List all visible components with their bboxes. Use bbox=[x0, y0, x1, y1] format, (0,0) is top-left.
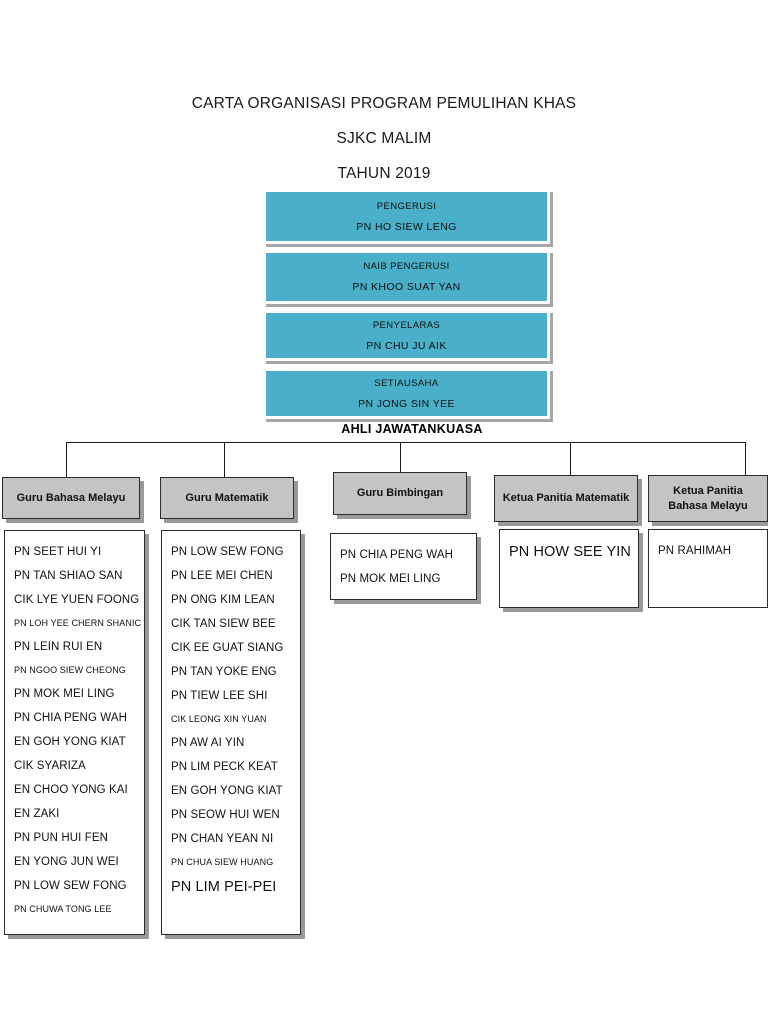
member-name: PN LOH YEE CHERN SHANIC bbox=[14, 618, 142, 628]
member-name: PN LIM PEI-PEI bbox=[171, 879, 277, 895]
connector-drop-col-1 bbox=[66, 442, 67, 477]
column-header-ketua-panitia-matematik: Ketua Panitia Matematik bbox=[494, 475, 638, 522]
member-name: PN CHUWA TONG LEE bbox=[14, 904, 112, 914]
member-name: EN CHOO YONG KAI bbox=[14, 784, 128, 796]
officer-role: SETIAUSAHA bbox=[374, 377, 439, 389]
member-name: PN CHAN YEAN NI bbox=[171, 833, 274, 845]
member-name: PN LEIN RUI EN bbox=[14, 641, 103, 653]
member-list-ketua-panitia-bahasa-melayu: PN RAHIMAH bbox=[648, 529, 768, 608]
officer-role: NAIB PENGERUSI bbox=[363, 261, 450, 272]
member-name: CIK LYE YUEN FOONG bbox=[14, 594, 140, 606]
officer-name: PN CHU JU AIK bbox=[366, 339, 447, 352]
title-line-3: TAHUN 2019 bbox=[337, 165, 431, 182]
column-header-guru-matematik: Guru Matematik bbox=[160, 477, 294, 519]
officer-box-penyelaras: PENYELARAS PN CHU JU AIK bbox=[263, 310, 550, 361]
member-name: PN CHUA SIEW HUANG bbox=[171, 857, 274, 867]
member-name: PN MOK MEI LING bbox=[340, 573, 441, 585]
connector-drop-col-4 bbox=[570, 442, 571, 475]
member-name: PN PUN HUI FEN bbox=[14, 832, 109, 844]
member-name: PN TAN YOKE ENG bbox=[171, 666, 277, 678]
member-name: PN LOW SEW FONG bbox=[171, 546, 284, 558]
member-name: PN SEOW HUI WEN bbox=[171, 809, 280, 821]
column-header-ketua-panitia-bahasa-melayu: Ketua Panitia Bahasa Melayu bbox=[648, 475, 768, 522]
member-name: PN HOW SEE YIN bbox=[509, 544, 631, 560]
title-line-2: SJKC MALIM bbox=[336, 130, 432, 147]
officer-name: PN KHOO SUAT YAN bbox=[352, 281, 461, 293]
member-name: PN TAN SHIAO SAN bbox=[14, 570, 123, 582]
connector-drop-col-3 bbox=[400, 442, 401, 472]
officer-role: PENYELARAS bbox=[372, 319, 441, 331]
officer-name: PN HO SIEW LENG bbox=[356, 220, 457, 233]
member-name: PN CHIA PENG WAH bbox=[340, 549, 453, 561]
member-list-guru-bahasa-melayu: PN SEET HUI YI PN TAN SHIAO SAN CIK LYE YU… bbox=[4, 530, 145, 935]
member-list-ketua-panitia-matematik: PN HOW SEE YIN bbox=[499, 529, 639, 608]
member-list-guru-bimbingan: PN CHIA PENG WAH PN MOK MEI LING bbox=[330, 533, 477, 600]
member-name: PN RAHIMAH bbox=[658, 545, 732, 557]
member-name: PN LOW SEW FONG bbox=[14, 880, 127, 892]
column-header-guru-bahasa-melayu: Guru Bahasa Melayu bbox=[2, 477, 140, 519]
officer-box-pengerusi: PENGERUSI PN HO SIEW LENG bbox=[263, 189, 550, 244]
member-name: PN TIEW LEE SHI bbox=[171, 690, 268, 702]
member-name: PN LEE MEI CHEN bbox=[171, 570, 273, 582]
officer-box-setiausaha: SETIAUSAHA PN JONG SIN YEE bbox=[263, 368, 550, 419]
member-name: EN GOH YONG KIAT bbox=[171, 785, 283, 797]
member-name: PN LIM PECK KEAT bbox=[171, 761, 278, 773]
member-name: PN SEET HUI YI bbox=[14, 546, 102, 558]
column-header-guru-bimbingan: Guru Bimbingan bbox=[333, 472, 467, 515]
connector-drop-col-2 bbox=[224, 442, 225, 477]
member-name: PN MOK MEI LING bbox=[14, 688, 115, 700]
member-name: EN YONG JUN WEI bbox=[14, 856, 119, 868]
member-name: CIK LEONG XIN YUAN bbox=[171, 714, 267, 724]
connector-drop-col-5 bbox=[745, 442, 746, 475]
member-name: CIK TAN SIEW BEE bbox=[171, 618, 276, 630]
committee-caption: AHLI JAWATANKUASA bbox=[341, 422, 483, 436]
title-line-1: CARTA ORGANISASI PROGRAM PEMULIHAN KHAS bbox=[191, 95, 577, 112]
member-list-guru-matematik: PN LOW SEW FONG PN LEE MEI CHEN PN ONG KIM… bbox=[161, 530, 301, 935]
member-name: CIK EE GUAT SIANG bbox=[171, 642, 284, 654]
officer-box-naib-pengerusi: NAIB PENGERUSI PN KHOO SUAT YAN bbox=[263, 250, 550, 304]
member-name: CIK SYARIZA bbox=[14, 760, 86, 772]
connector-horizontal-bus bbox=[66, 442, 746, 443]
officer-role: PENGERUSI bbox=[376, 200, 437, 212]
member-name: EN ZAKI bbox=[14, 808, 60, 820]
member-name: PN AW AI YIN bbox=[171, 737, 245, 749]
member-name: EN GOH YONG KIAT bbox=[14, 736, 126, 748]
member-name: PN ONG KIM LEAN bbox=[171, 594, 275, 606]
member-name: PN CHIA PENG WAH bbox=[14, 712, 127, 724]
member-name: PN NGOO SIEW CHEONG bbox=[14, 665, 126, 675]
officer-name: PN JONG SIN YEE bbox=[358, 397, 455, 410]
page-title: CARTA ORGANISASI PROGRAM PEMULIHAN KHAS … bbox=[0, 86, 768, 191]
